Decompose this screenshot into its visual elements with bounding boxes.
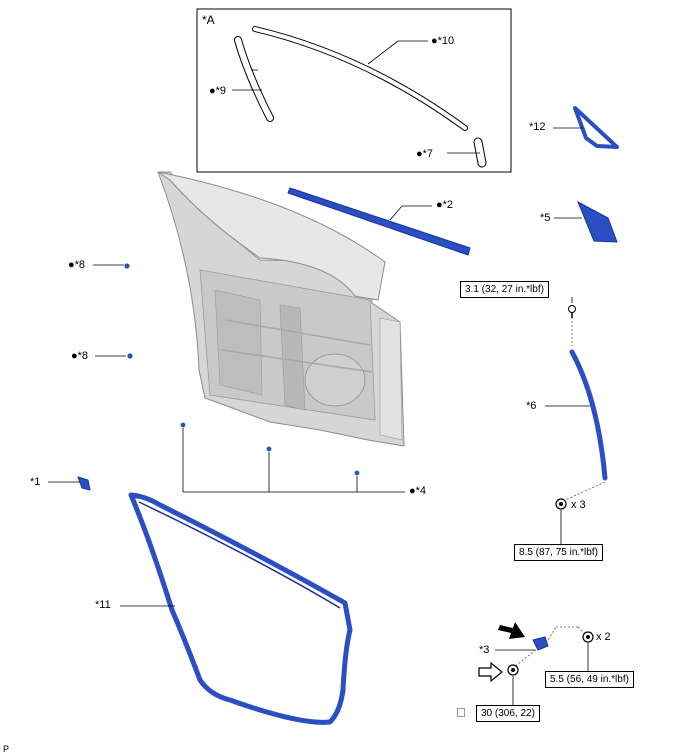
- bolt-icon-6-bottom: [555, 498, 567, 510]
- callout-8-lower: ●*8: [71, 350, 89, 362]
- torque-box-3-nut: 30 (306, 22): [476, 705, 540, 722]
- callout-4: ●*4: [409, 485, 427, 497]
- callout-10: ●*10: [431, 35, 455, 47]
- torque-box-6-bottom: 8.5 (87, 75 in.*lbf): [514, 544, 603, 561]
- part-11-door-weatherstrip: [128, 492, 353, 725]
- callout-12: *12: [529, 121, 546, 133]
- quantity-6: x 3: [571, 499, 586, 511]
- part-10-outer-belt-strip: [252, 26, 468, 131]
- quantity-3: x 2: [596, 631, 611, 643]
- part-3-bracket: [513, 626, 585, 668]
- screw-icon-6-top: [568, 305, 576, 318]
- inset-box: [196, 8, 512, 173]
- part-6-channel: [564, 313, 608, 501]
- part-1-piece: [77, 476, 91, 491]
- inset-label: *A: [202, 13, 215, 27]
- torque-symbol-icon: [457, 708, 465, 717]
- arrow-black-icon: [498, 622, 525, 639]
- part-7-piece: [473, 137, 487, 168]
- part-9-strip: [234, 36, 274, 122]
- callout-1: *1: [30, 476, 41, 488]
- footer-code: P: [3, 744, 10, 754]
- part-8-clip-lower: [127, 353, 133, 359]
- leader-2b: [389, 205, 403, 221]
- part-5-cover: [577, 200, 618, 243]
- part-4-clips: [180, 422, 405, 493]
- part-8-clip-upper: [124, 263, 130, 269]
- callout-2: ●*2: [436, 199, 454, 211]
- arrow-white-icon: [478, 661, 503, 683]
- bolt-icon-3: [582, 631, 594, 643]
- callout-3: *3: [479, 644, 490, 656]
- front-door-panel: [157, 171, 405, 447]
- torque-box-6-top: 3.1 (32, 27 in.*lbf): [460, 281, 549, 298]
- nut-icon-3: [507, 664, 519, 676]
- callout-8-upper: ●*8: [68, 259, 86, 271]
- callout-6: *6: [526, 400, 537, 412]
- leader-10b: [367, 40, 399, 65]
- callout-5: *5: [540, 212, 551, 224]
- part-2-belt-molding: [287, 187, 471, 256]
- callout-7: ●*7: [416, 148, 434, 160]
- callout-11: *11: [95, 599, 111, 611]
- callout-9: ●*9: [209, 85, 227, 97]
- torque-box-3-bolt: 5.5 (56, 49 in.*lbf): [545, 671, 634, 688]
- part-12-frame: [573, 106, 619, 149]
